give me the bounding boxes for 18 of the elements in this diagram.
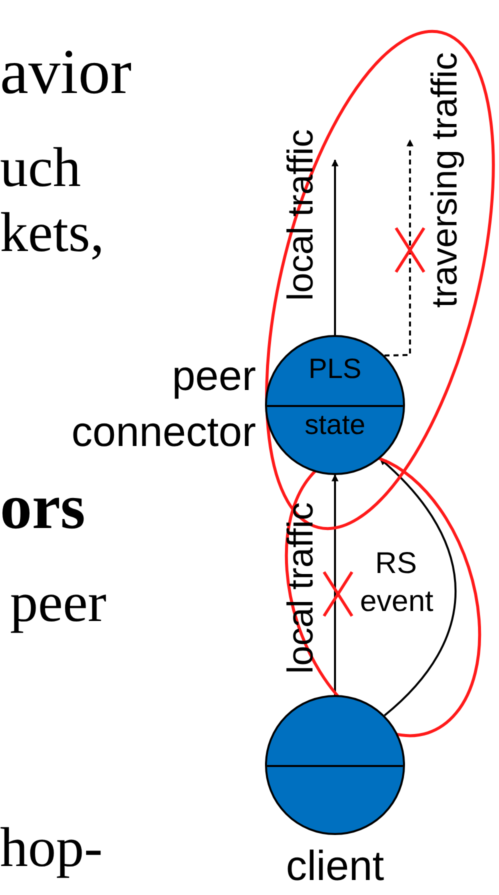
edge-label: traversing traffic bbox=[422, 52, 466, 308]
edge-label: RS event bbox=[360, 546, 432, 620]
slide-text-fragment: ors bbox=[0, 475, 86, 539]
arrow bbox=[332, 159, 338, 335]
arrow bbox=[332, 474, 338, 695]
edge-label: local traffic bbox=[278, 129, 322, 301]
node-text: PLS bbox=[308, 355, 362, 383]
slide-text-fragment: kets, bbox=[0, 205, 104, 261]
node-text: state bbox=[304, 411, 366, 439]
node-caption: client bbox=[284, 841, 386, 891]
slide-text-fragment: uch bbox=[0, 140, 81, 196]
edge-label: local traffic bbox=[278, 502, 322, 674]
slide-text-fragment: avior bbox=[0, 40, 132, 104]
arrow bbox=[384, 139, 414, 356]
arrow bbox=[379, 458, 457, 716]
slide-text-fragment: hop- bbox=[0, 820, 103, 876]
slide-text-fragment: peer bbox=[10, 575, 106, 631]
node-caption: peer connector bbox=[70, 351, 256, 457]
